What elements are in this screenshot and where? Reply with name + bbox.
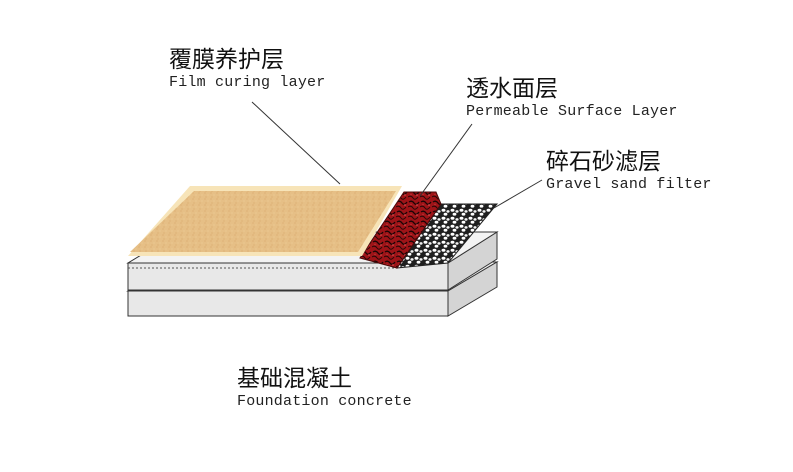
film-layer-label: 覆膜养护层 Film curing layer xyxy=(169,46,325,92)
foundation-label: 基础混凝土 Foundation concrete xyxy=(237,365,412,411)
film-layer xyxy=(128,186,402,256)
film-layer-label-en: Film curing layer xyxy=(169,74,326,91)
permeable-layer-label-en: Permeable Surface Layer xyxy=(466,103,678,120)
film-leader-line xyxy=(251,101,341,185)
film-layer-label-zh: 覆膜养护层 xyxy=(169,47,284,73)
gravel-layer-label: 碎石砂滤层 Gravel sand filter xyxy=(546,148,712,194)
gravel-layer-label-zh: 碎石砂滤层 xyxy=(546,149,661,175)
permeable-layer xyxy=(359,191,442,269)
film-layer-body xyxy=(130,191,396,252)
foundation-slab-front xyxy=(127,290,449,317)
foundation-label-en: Foundation concrete xyxy=(237,393,412,410)
foundation-slab-side xyxy=(447,261,498,317)
permeable-layer-label: 透水面层 Permeable Surface Layer xyxy=(466,75,678,121)
gravel-leader-line xyxy=(493,179,543,209)
permeable-leader-line xyxy=(419,123,473,197)
foundation-label-zh: 基础混凝土 xyxy=(237,366,352,392)
permeable-layer-label-zh: 透水面层 xyxy=(466,76,558,102)
gravel-layer-label-en: Gravel sand filter xyxy=(546,176,712,193)
